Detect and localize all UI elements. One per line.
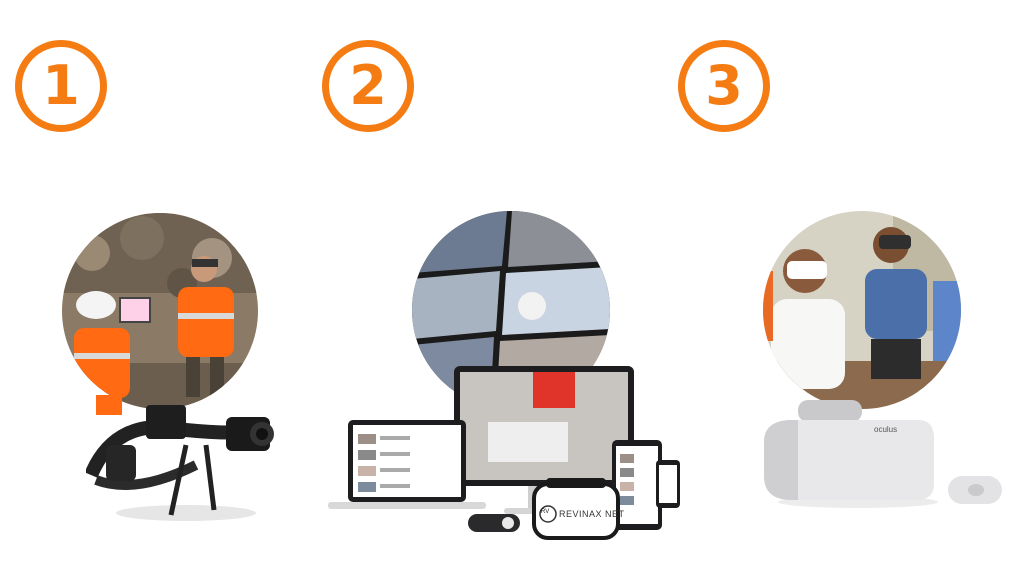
step-3-number: 3 xyxy=(705,54,743,117)
headset-mark: RV xyxy=(541,509,550,515)
oculus-logo: oculus xyxy=(874,425,898,434)
step-2-number: 2 xyxy=(349,54,387,117)
revinax-headset: RV REVINAX NET xyxy=(532,478,624,540)
field-capture-photo xyxy=(62,213,258,409)
camera-rig-device xyxy=(86,395,274,521)
multi-device-group xyxy=(328,362,688,562)
oculus-go-headset xyxy=(764,400,1002,508)
step-1-number: 1 xyxy=(42,54,80,117)
step-2-badge: 2 xyxy=(322,40,414,132)
step-1-badge: 1 xyxy=(15,40,107,132)
headset-logo-text: REVINAX NET xyxy=(559,509,625,519)
step-3-badge: 3 xyxy=(678,40,770,132)
vr-users-photo xyxy=(763,211,961,409)
